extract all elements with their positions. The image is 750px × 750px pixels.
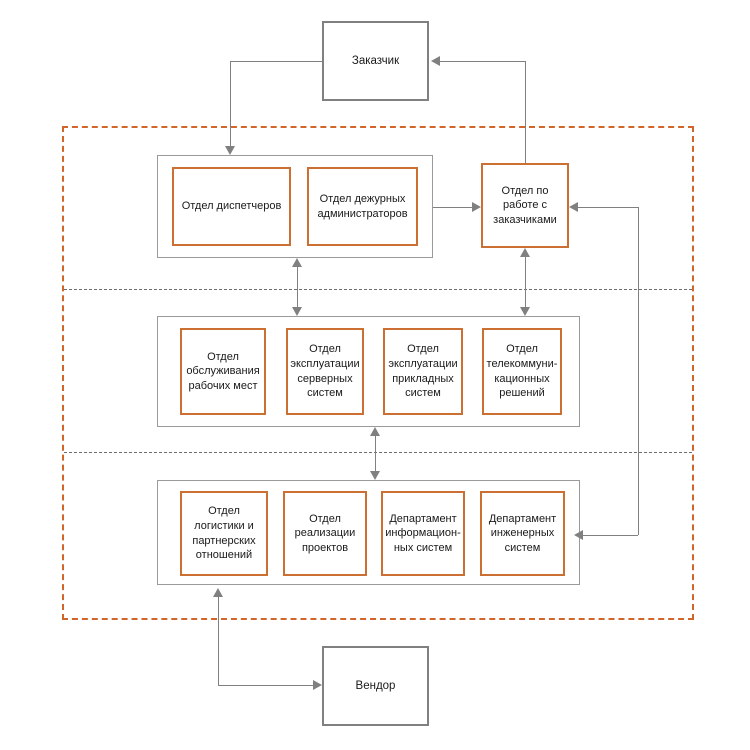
organization-boundary: [62, 126, 694, 620]
external-node-customer[interactable]: Заказчик: [322, 21, 429, 101]
department-app-ops[interactable]: Отдел эксплуатации прикладных систем: [383, 328, 463, 415]
department-dispatch-label: Отдел диспетчеров: [181, 200, 282, 213]
connector-feedback-bottom-h: [583, 535, 638, 536]
connector-feedback-top-h: [578, 207, 638, 208]
department-customer-relations[interactable]: Отдел по работе с заказчиками: [481, 163, 569, 248]
department-telecom[interactable]: Отдел телекоммуни- кационных решений: [482, 328, 562, 415]
department-dispatch[interactable]: Отдел диспетчеров: [172, 167, 291, 246]
department-logistics[interactable]: Отдел логистики и партнерских отношений: [180, 491, 268, 576]
department-app-ops-label: Отдел эксплуатации прикладных систем: [388, 343, 458, 400]
arrowhead-feedback-into-relations: [569, 202, 578, 212]
arrowhead-tier1-tier2-up: [292, 258, 302, 267]
department-customer-relations-label: Отдел по работе с заказчиками: [493, 184, 557, 226]
department-workplace-service[interactable]: Отдел обслуживания рабочих мест: [180, 328, 266, 415]
connector-to-vendor-h: [218, 685, 313, 686]
department-info-systems[interactable]: Департамент информацион- ных систем: [381, 491, 465, 576]
connector-tier1-tier2-v: [297, 262, 298, 312]
connector-tier1-to-relations-h: [433, 207, 472, 208]
external-node-customer-label: Заказчик: [351, 54, 400, 67]
arrowhead-into-tier3-group: [213, 588, 223, 597]
arrowhead-customer-to-dispatch: [225, 146, 235, 155]
arrowhead-tier1-tier2-down: [292, 307, 302, 316]
department-project-delivery-label: Отдел реализации проектов: [294, 512, 356, 554]
connector-tier3-vendor-v: [218, 596, 219, 686]
department-info-systems-label: Департамент информацион- ных систем: [385, 512, 461, 554]
arrowhead-tier2-tier3-up: [370, 427, 380, 436]
connector-customer-to-dispatch-h: [230, 61, 323, 62]
connector-relations-tier2-v: [525, 252, 526, 312]
external-node-vendor-label: Вендор: [355, 679, 396, 692]
tier-divider-2: [64, 452, 692, 453]
connector-tier2-tier3-v: [375, 431, 376, 476]
tier-divider-1: [64, 289, 692, 290]
connector-relations-to-customer-v: [525, 61, 526, 163]
connector-feedback-v: [638, 207, 639, 535]
department-logistics-label: Отдел логистики и партнерских отношений: [192, 505, 256, 562]
arrowhead-feedback-into-eng-systems: [574, 530, 583, 540]
department-telecom-label: Отдел телекоммуни- кационных решений: [486, 343, 558, 400]
department-eng-systems-label: Департамент инженерных систем: [488, 512, 557, 554]
department-server-ops[interactable]: Отдел эксплуатации серверных систем: [286, 328, 364, 415]
connector-customer-to-dispatch-v: [230, 61, 231, 146]
arrowhead-relations-to-customer: [431, 56, 440, 66]
department-workplace-service-label: Отдел обслуживания рабочих мест: [186, 350, 260, 392]
arrowhead-tier2-tier3-down: [370, 471, 380, 480]
department-eng-systems[interactable]: Департамент инженерных систем: [480, 491, 565, 576]
external-node-vendor[interactable]: Вендор: [322, 646, 429, 726]
department-server-ops-label: Отдел эксплуатации серверных систем: [290, 343, 360, 400]
arrowhead-into-vendor: [313, 680, 322, 690]
arrowhead-relations-tier2-up: [520, 248, 530, 257]
department-duty-admins-label: Отдел дежурных администраторов: [317, 192, 408, 220]
arrowhead-tier1-to-relations: [472, 202, 481, 212]
arrowhead-relations-tier2-down: [520, 307, 530, 316]
department-project-delivery[interactable]: Отдел реализации проектов: [283, 491, 367, 576]
connector-relations-to-customer-h: [440, 61, 525, 62]
department-duty-admins[interactable]: Отдел дежурных администраторов: [307, 167, 418, 246]
